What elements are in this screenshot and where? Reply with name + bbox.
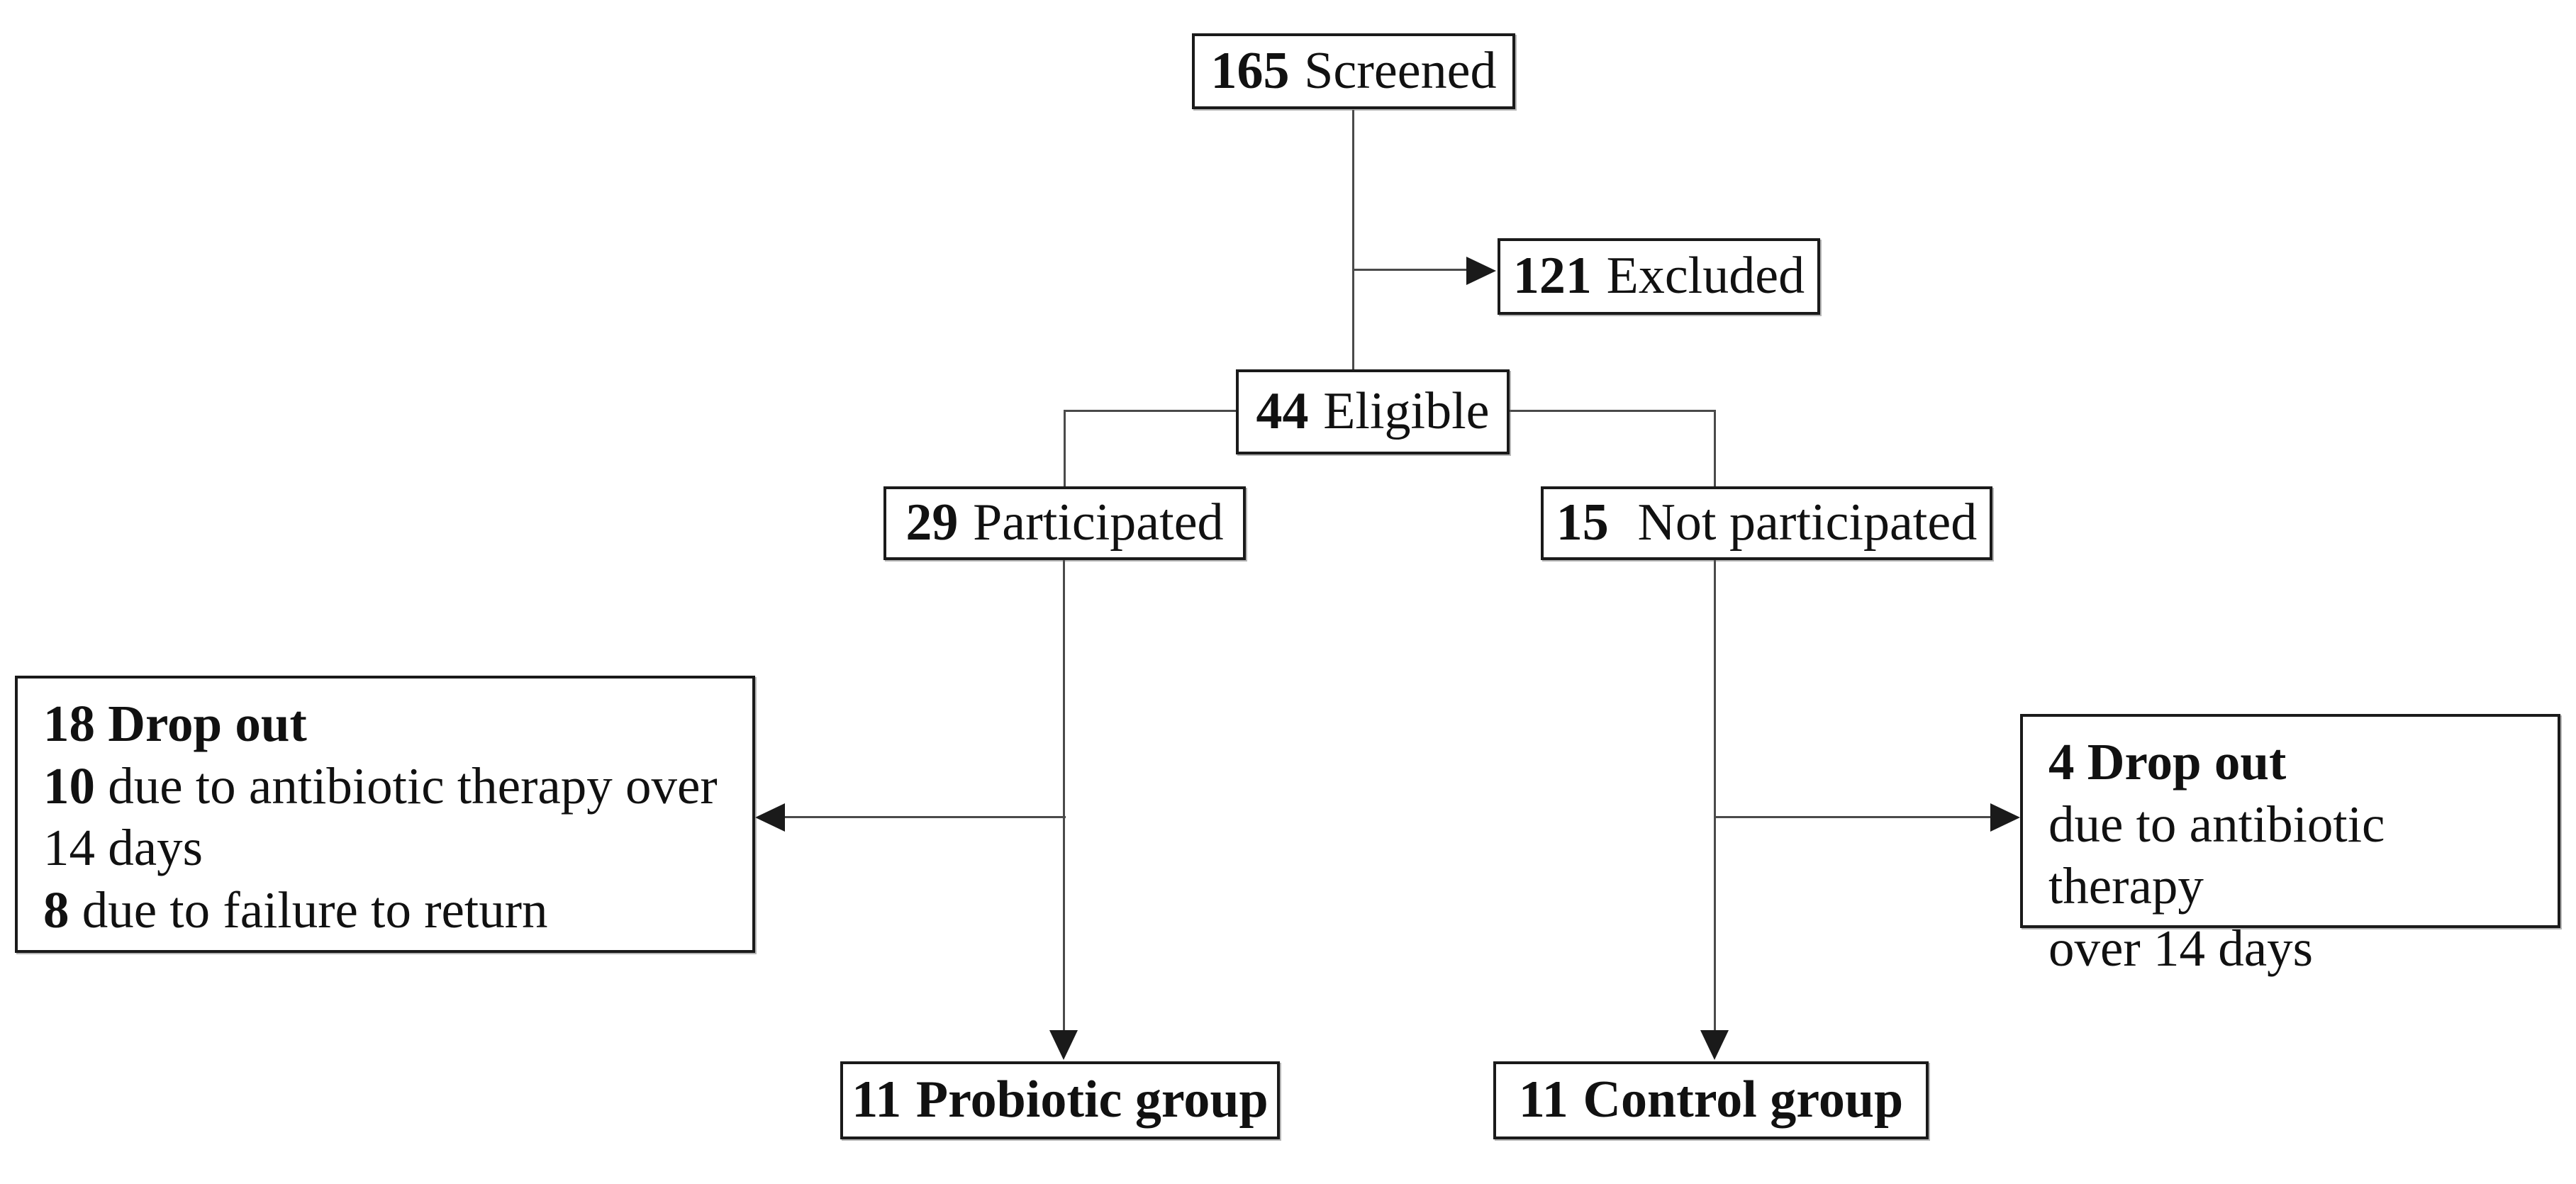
connector-branch-to-excluded [1353, 269, 1472, 271]
node-participated: 29 Participated [883, 486, 1246, 560]
dropout-right-line-text: over 14 days [2048, 919, 2314, 977]
dropout-left-line: 14 days [43, 817, 203, 879]
connector-eligible-right-horizontal [1510, 410, 1716, 412]
connector-screened-to-eligible [1352, 110, 1354, 369]
excluded-label: Excluded [1606, 247, 1805, 306]
dropout-right-line-text: due to antibiotic therapy [2048, 795, 2385, 915]
dropout-left-line-text: 14 days [43, 819, 203, 877]
connector-participated-to-probiotic [1063, 560, 1065, 1032]
arrow-right-icon [1466, 257, 1496, 285]
connector-branch-to-dropout-left [781, 816, 1066, 818]
dropout-right-line: due to antibiotic therapy [2048, 793, 2532, 917]
participated-label: Participated [973, 493, 1224, 552]
dropout-left-line-text: due to antibiotic therapy over [95, 756, 718, 815]
connector-eligible-left-horizontal [1064, 410, 1236, 412]
dropout-left-line: 18 Drop out [43, 693, 307, 755]
node-not-participated: 15 Not participated [1541, 486, 1992, 560]
arrow-left-icon [755, 803, 785, 832]
probiotic-label: Probiotic group [915, 1071, 1269, 1129]
not-participated-count: 15 [1556, 493, 1609, 552]
node-eligible: 44 Eligible [1236, 369, 1510, 454]
connector-down-to-not-participated [1714, 410, 1716, 488]
screened-count: 165 [1210, 41, 1290, 100]
control-count: 11 [1518, 1071, 1568, 1129]
dropout-right-line-bold: 4 Drop out [2048, 733, 2287, 791]
dropout-left-line: 8 due to failure to return [43, 879, 548, 942]
eligible-label: Eligible [1323, 382, 1490, 441]
node-control-group: 11 Control group [1493, 1061, 1929, 1139]
dropout-left-line: 10 due to antibiotic therapy over [43, 755, 718, 817]
node-excluded: 121 Excluded [1498, 238, 1820, 315]
connector-down-to-participated [1064, 410, 1066, 488]
connector-not-participated-to-control [1714, 560, 1716, 1032]
node-dropout-left: 18 Drop out 10 due to antibiotic therapy… [15, 676, 755, 953]
arrow-right-icon [1990, 803, 2020, 832]
arrow-down-icon [1049, 1030, 1078, 1060]
arrow-down-icon [1700, 1030, 1729, 1060]
node-screened: 165 Screened [1192, 33, 1515, 109]
connector-branch-to-dropout-right [1716, 816, 1994, 818]
dropout-left-line-bold: 10 [43, 756, 95, 815]
participated-count: 29 [905, 493, 959, 552]
dropout-left-line-bold: 8 [43, 881, 69, 939]
control-label: Control group [1583, 1071, 1904, 1129]
dropout-right-line: over 14 days [2048, 917, 2313, 980]
dropout-right-line: 4 Drop out [2048, 731, 2286, 793]
dropout-left-line-text: due to failure to return [69, 881, 548, 939]
not-participated-label: Not participated [1637, 493, 1978, 552]
node-probiotic-group: 11 Probiotic group [840, 1061, 1280, 1139]
dropout-left-line-bold: 18 Drop out [43, 695, 307, 752]
probiotic-count: 11 [852, 1071, 902, 1129]
eligible-count: 44 [1256, 382, 1309, 441]
excluded-count: 121 [1512, 247, 1592, 306]
node-dropout-right: 4 Drop out due to antibiotic therapy ove… [2020, 714, 2560, 977]
screened-label: Screened [1304, 41, 1497, 100]
